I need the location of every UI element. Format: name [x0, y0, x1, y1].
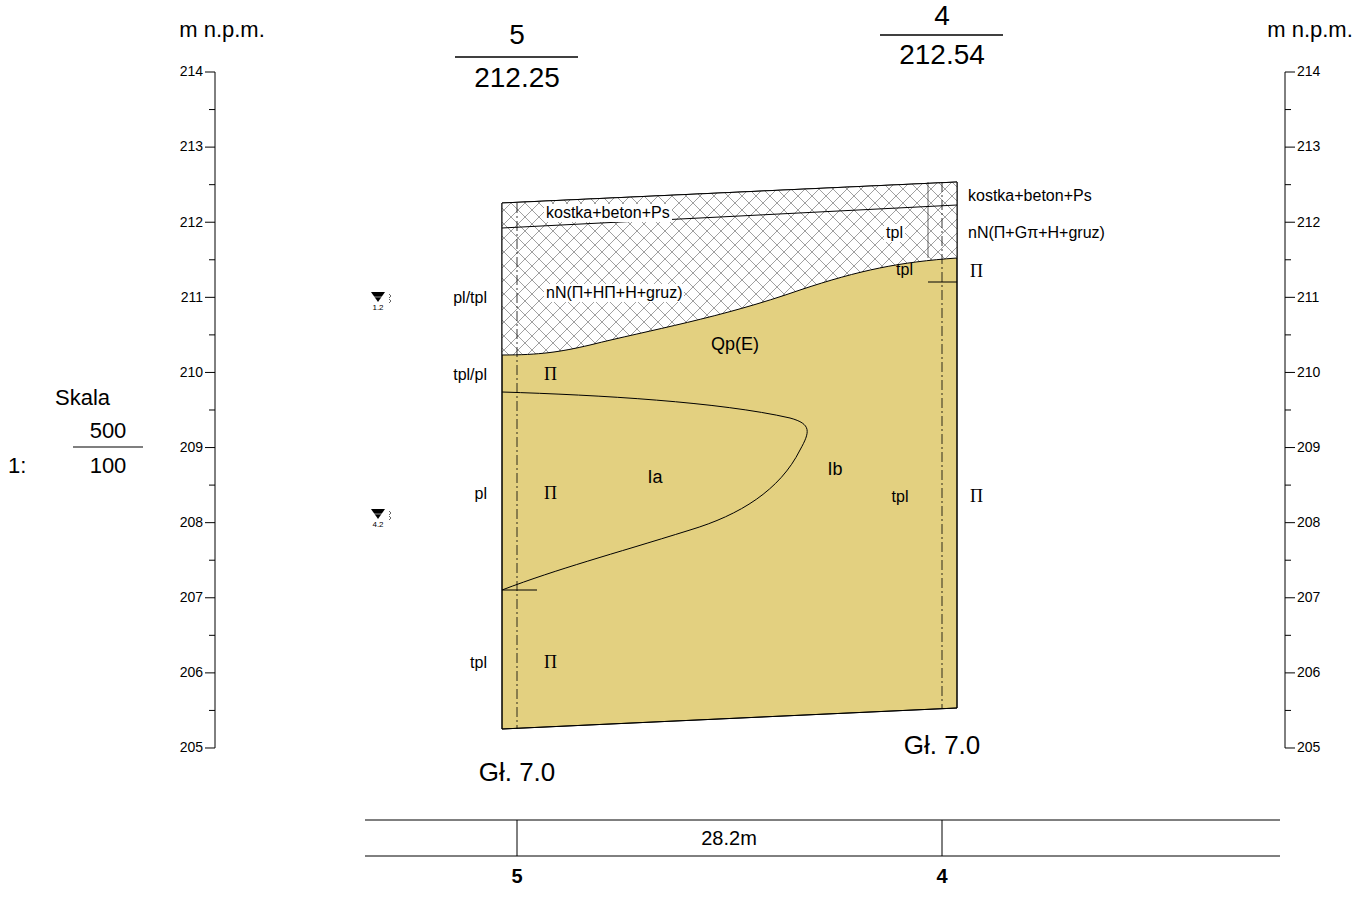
axis-tick: [1285, 222, 1295, 223]
axis-unit: m n.p.m.: [1267, 18, 1353, 42]
layer-label: kostka+beton+Ps: [544, 204, 672, 222]
axis-value: 213: [180, 139, 203, 154]
axis-tick: [205, 672, 215, 673]
axis-tick: [1285, 747, 1295, 748]
state-label: tpl: [884, 224, 905, 242]
borehole-id: 5: [511, 865, 522, 887]
axis-value: 211: [181, 290, 203, 305]
soil-symbol: Π: [970, 262, 983, 282]
axis-value: 211: [1297, 290, 1319, 305]
state-label: tpl/pl: [453, 366, 487, 384]
axis-tick: [209, 635, 215, 636]
axis-tick: [1285, 109, 1291, 110]
axis-tick: [205, 597, 215, 598]
axis-tick: [1285, 447, 1295, 448]
axis-value: 208: [1297, 515, 1320, 530]
axis-tick: [1285, 485, 1291, 486]
axis-tick: [1285, 409, 1291, 410]
state-label: pl: [475, 485, 487, 503]
layer-number: Ia: [647, 468, 662, 488]
layer-label: nN(Π+Gπ+H+gruz): [968, 224, 1105, 242]
axis-value: 207: [1297, 590, 1320, 605]
axis-value: 212: [1297, 215, 1320, 230]
borehole-depth: Gł. 7.0: [904, 731, 981, 760]
water-depth: 1.2: [372, 304, 383, 313]
axis-unit: m n.p.m.: [179, 18, 265, 42]
axis-tick: [1285, 297, 1295, 298]
axis-tick: [209, 109, 215, 110]
axis-tick: [1285, 597, 1295, 598]
soil-symbol: Π: [544, 484, 557, 504]
borehole-depth: Gł. 7.0: [479, 758, 556, 787]
axis-tick: [205, 522, 215, 523]
axis-tick: [1285, 635, 1291, 636]
axis-value: 209: [180, 440, 203, 455]
axis-tick: [209, 409, 215, 410]
borehole-id: 4: [936, 865, 947, 887]
axis-tick: [1285, 522, 1295, 523]
water-depth: 4.2: [372, 521, 383, 530]
axis-tick: [205, 222, 215, 223]
state-label: tpl: [892, 488, 909, 506]
axis-tick: [1285, 259, 1291, 260]
axis-tick: [1285, 72, 1295, 73]
axis-value: 207: [180, 590, 203, 605]
borehole-number: 5: [509, 20, 525, 51]
scale-title: Skala: [55, 386, 110, 410]
axis-value: 212: [180, 215, 203, 230]
state-label: tpl: [896, 261, 913, 279]
axis-tick: [205, 147, 215, 148]
scale-horizontal: 500: [90, 419, 127, 443]
soil-symbol: Π: [544, 365, 557, 385]
axis-tick: [209, 259, 215, 260]
layer-number: Ib: [827, 460, 842, 480]
state-label: tpl: [470, 654, 487, 672]
stratigraphy-label: Qp(E): [711, 335, 759, 355]
borehole-elevation: 212.25: [474, 63, 560, 94]
axis-value: 210: [180, 365, 203, 380]
axis-tick: [1285, 672, 1295, 673]
borehole-elevation: 212.54: [899, 40, 985, 71]
axis-value: 206: [1297, 665, 1320, 680]
axis-tick: [1285, 560, 1291, 561]
axis-tick: [209, 710, 215, 711]
axis-value: 209: [1297, 440, 1320, 455]
axis-tick: [205, 72, 215, 73]
axis-value: 214: [1297, 64, 1320, 79]
distance: 28.2m: [701, 827, 757, 849]
axis-value: 208: [180, 515, 203, 530]
borehole-number: 4: [934, 1, 950, 32]
soil-symbol: Π: [970, 487, 983, 507]
axis-value: 213: [1297, 139, 1320, 154]
axis-tick: [1285, 184, 1291, 185]
axis-value: 214: [180, 64, 203, 79]
axis-tick: [209, 485, 215, 486]
axis-tick: [1285, 372, 1295, 373]
scale-vertical: 100: [90, 454, 127, 478]
axis-value: 206: [180, 665, 203, 680]
axis-tick: [1285, 334, 1291, 335]
axis-tick: [205, 447, 215, 448]
axis-value: 205: [1297, 740, 1320, 755]
axis-value: 210: [1297, 365, 1320, 380]
axis-tick: [205, 372, 215, 373]
axis-tick: [209, 184, 215, 185]
axis-tick: [1285, 710, 1291, 711]
soil-symbol: Π: [544, 653, 557, 673]
axis-tick: [205, 747, 215, 748]
axis-tick: [205, 297, 215, 298]
scale-prefix: 1:: [8, 454, 26, 478]
axis-tick: [209, 334, 215, 335]
layer-label: kostka+beton+Ps: [968, 187, 1092, 205]
axis-tick: [1285, 147, 1295, 148]
axis-tick: [209, 560, 215, 561]
layer-label: nN(Π+HΠ+H+gruz): [544, 284, 684, 302]
axis-value: 205: [180, 740, 203, 755]
state-label: pl/tpl: [453, 289, 487, 307]
